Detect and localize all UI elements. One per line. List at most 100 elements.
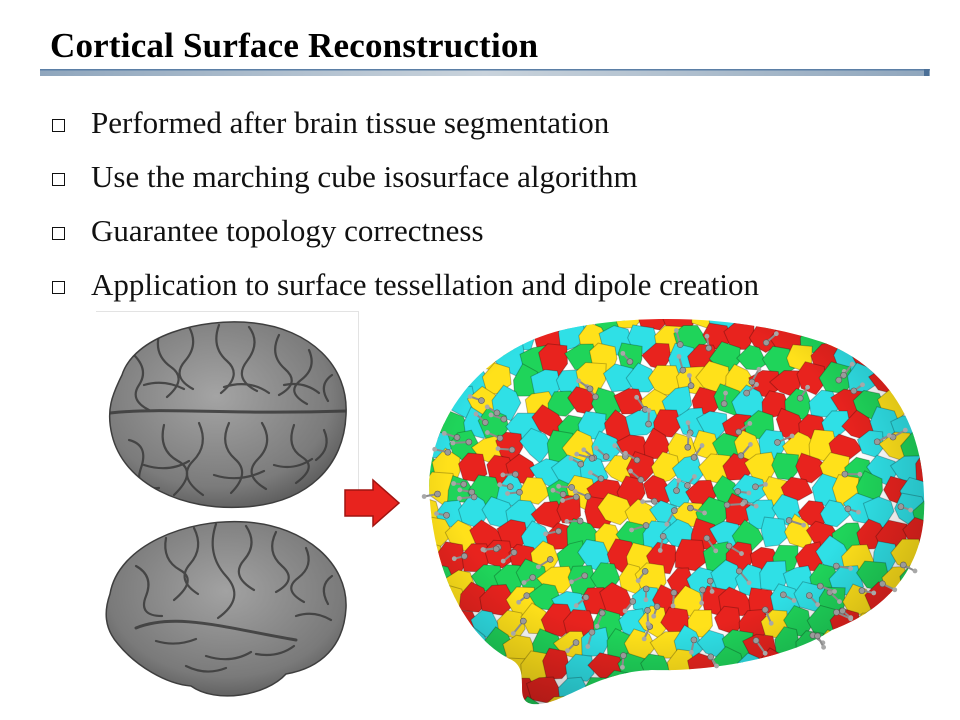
dipole-arrow-icon <box>434 511 450 519</box>
dipole-arrow-icon <box>704 333 713 352</box>
surface-patch <box>915 540 925 574</box>
dipole-arrow-icon <box>850 382 865 395</box>
title-rule <box>40 69 930 76</box>
dipole-arrow-icon <box>703 534 719 554</box>
surface-patch <box>873 696 907 705</box>
dipole-arrow-icon <box>707 653 719 669</box>
dipole-arrow-icon <box>568 455 585 468</box>
surface-patch <box>429 563 435 596</box>
dipole-arrow-icon <box>684 474 697 489</box>
dipole-arrow-icon <box>432 446 452 456</box>
bullet-text: Guarantee topology correctness <box>91 213 484 248</box>
dipole-arrow-icon <box>873 433 892 446</box>
surface-patch <box>649 673 682 705</box>
surface-patch <box>429 471 432 506</box>
dipole-arrow-icon <box>623 450 641 464</box>
surface-patch <box>879 318 913 327</box>
dipole-arrow-icon <box>535 556 554 570</box>
dipole-arrow-icon <box>620 652 627 670</box>
surface-patch <box>831 644 858 680</box>
surface-patch <box>458 320 493 351</box>
dipole-arrow-icon <box>550 487 567 498</box>
dipole-arrow-icon <box>560 493 580 503</box>
surface-patch <box>429 695 453 705</box>
dipole-arrow-icon <box>645 407 652 428</box>
dipole-arrow-icon <box>441 430 461 441</box>
surface-patch <box>433 675 464 701</box>
dipole-arrow-icon <box>543 527 562 537</box>
surface-patch <box>685 694 721 705</box>
dipole-arrow-icon <box>572 489 592 500</box>
bullet-text: Application to surface tessellation and … <box>91 267 759 302</box>
surface-patch <box>879 608 917 638</box>
dipole-arrow-icon <box>640 497 658 505</box>
surface-patch <box>446 318 477 328</box>
surface-patch <box>429 654 432 688</box>
dipole-arrow-icon <box>687 373 695 389</box>
dipole-arrow-icon <box>573 593 590 608</box>
gray-brain-top-view <box>108 321 347 509</box>
dipole-arrow-icon <box>457 487 476 496</box>
surface-patch <box>722 668 755 705</box>
dipole-arrow-icon <box>725 542 744 556</box>
dipole-arrow-icon <box>500 470 519 478</box>
dipole-arrow-icon <box>879 580 898 593</box>
surface-patch <box>432 319 466 352</box>
surface-patch <box>891 676 924 705</box>
dipole-arrow-icon <box>495 446 516 454</box>
surface-patch <box>429 319 442 355</box>
surface-patch <box>471 699 502 705</box>
dipole-arrow-icon <box>734 488 752 496</box>
surface-patch <box>908 347 925 377</box>
dipole-arrow-icon <box>473 411 489 426</box>
surface-patch <box>806 653 839 685</box>
surface-patch <box>899 604 925 641</box>
surface-patch <box>882 343 916 376</box>
surface-patch <box>429 369 444 401</box>
checkbox-bullet-icon <box>52 226 65 240</box>
dipole-arrow-icon <box>774 433 795 446</box>
dipole-arrow-icon <box>858 587 877 596</box>
dipole-arrow-icon <box>642 585 650 603</box>
dipole-arrow-icon <box>505 488 523 496</box>
surface-patch <box>638 690 670 705</box>
surface-patch <box>840 318 874 353</box>
surface-patch <box>521 318 549 333</box>
bullet-text: Performed after brain tissue segmentatio… <box>91 105 610 140</box>
dipole-arrow-icon <box>706 577 715 594</box>
dipole-arrow-icon <box>556 483 575 491</box>
surface-patch <box>913 365 925 399</box>
surface-patch <box>857 693 888 705</box>
surface-patch <box>806 694 842 705</box>
gray-brain-side-view <box>105 520 347 697</box>
surface-patch <box>865 626 896 663</box>
dipole-arrow-icon <box>684 433 692 451</box>
surface-patch <box>855 318 886 335</box>
dipole-arrow-icon <box>569 572 589 585</box>
dipole-arrow-icon <box>565 639 580 654</box>
dipole-arrow-icon <box>844 505 861 515</box>
checkbox-bullet-icon <box>52 172 65 186</box>
surface-patch <box>748 673 777 704</box>
checkbox-bullet-icon <box>52 118 65 132</box>
dipole-arrow-icon <box>500 549 518 564</box>
dipole-arrow-icon <box>752 637 768 656</box>
dipole-arrow-icon <box>796 384 810 402</box>
dipole-arrow-icon <box>676 353 687 374</box>
bullet-text: Use the marching cube isosurface algorit… <box>91 159 638 194</box>
surface-patch <box>784 652 817 684</box>
dipole-arrow-icon <box>687 504 707 516</box>
dipole-arrow-icon <box>690 443 705 461</box>
dipole-arrow-icon <box>510 617 527 636</box>
surface-patch <box>810 318 841 337</box>
surface-patch <box>624 673 655 704</box>
dipole-arrow-icon <box>480 545 500 553</box>
dipole-arrow-icon <box>564 517 584 525</box>
surface-patch <box>429 670 439 705</box>
surface-patch <box>429 653 453 683</box>
dipole-arrow-icon <box>735 421 753 436</box>
dipole-arrow-icon <box>735 567 752 586</box>
dipole-arrow-icon <box>516 592 531 605</box>
surface-patch <box>733 689 770 705</box>
dipole-arrow-icon <box>752 481 768 491</box>
